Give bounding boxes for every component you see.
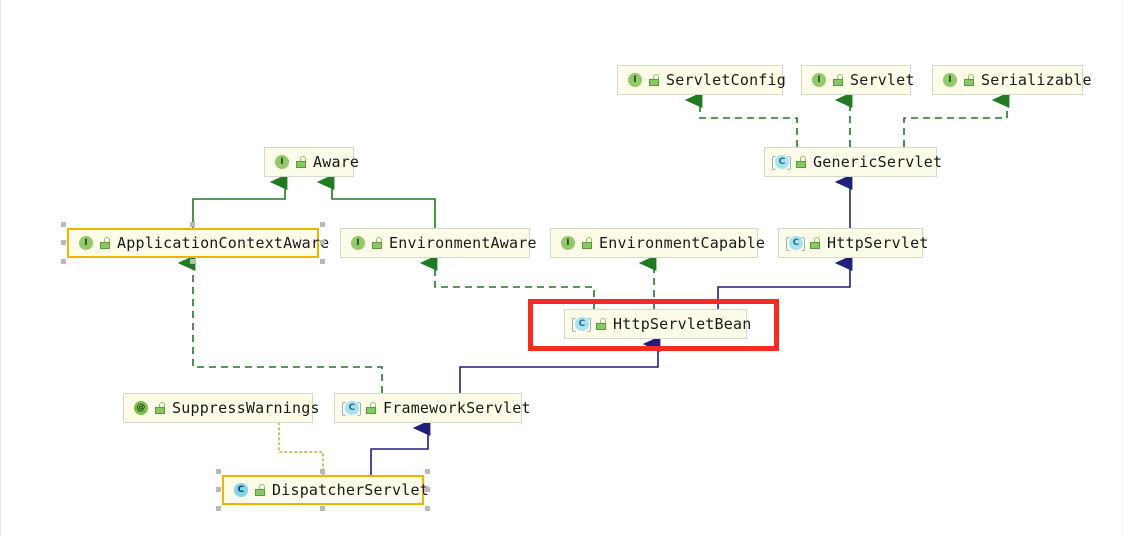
node-label: HttpServlet — [827, 233, 929, 252]
node-httpservlet[interactable]: C HttpServlet — [778, 228, 928, 258]
public-lock-icon — [100, 237, 111, 249]
node-servletconfig[interactable]: I ServletConfig — [617, 65, 786, 95]
edge-genericservlet-serializable — [903, 92, 1010, 147]
node-suppresswarnings[interactable]: @ SuppressWarnings — [123, 393, 320, 423]
public-lock-icon — [155, 402, 166, 414]
public-lock-icon — [366, 402, 377, 414]
interface-icon: I — [941, 72, 958, 89]
abstract-class-icon: C — [772, 154, 791, 171]
edge-dispatcherservlet-frameworkservlet — [370, 420, 431, 475]
public-lock-icon — [810, 237, 821, 249]
node-serializable[interactable]: I Serializable — [932, 65, 1092, 95]
node-aware[interactable]: I Aware — [264, 147, 359, 177]
node-servlet[interactable]: I Servlet — [801, 65, 914, 95]
node-label: FrameworkServlet — [383, 398, 531, 417]
public-lock-icon — [296, 156, 307, 168]
interface-icon: I — [559, 235, 576, 252]
node-applicationcontextaware[interactable]: I ApplicationContextAware — [67, 228, 329, 258]
highlight-box-httpservletbean — [528, 299, 779, 351]
node-httpservletbean[interactable]: C HttpServletBean — [564, 309, 751, 339]
node-label: ServletConfig — [666, 70, 786, 89]
interface-icon: I — [626, 72, 643, 89]
node-label: Servlet — [850, 70, 915, 89]
abstract-class-icon: C — [572, 316, 591, 333]
public-lock-icon — [833, 74, 844, 86]
edge-httpservletbean-httpservlet — [717, 255, 853, 309]
interface-icon: I — [273, 154, 290, 171]
public-lock-icon — [596, 318, 607, 330]
edge-frameworkservlet-httpservletbean — [459, 336, 661, 393]
node-label: SuppressWarnings — [172, 398, 320, 417]
edge-applicationcontextaware-aware — [192, 174, 288, 228]
node-label: GenericServlet — [813, 152, 943, 171]
node-dispatcherservlet[interactable]: C DispatcherServlet — [222, 475, 429, 505]
edge-httpservletbean-environmentaware — [419, 255, 595, 309]
node-label: EnvironmentCapable — [599, 233, 766, 252]
node-environmentaware[interactable]: I EnvironmentAware — [340, 228, 537, 258]
node-environmentcapable[interactable]: I EnvironmentCapable — [550, 228, 765, 258]
node-label: DispatcherServlet — [272, 480, 429, 499]
node-label: Serializable — [981, 70, 1092, 89]
node-label: HttpServletBean — [613, 314, 752, 333]
public-lock-icon — [372, 237, 383, 249]
public-lock-icon — [255, 484, 266, 496]
node-frameworkservlet[interactable]: C FrameworkServlet — [334, 393, 531, 423]
abstract-class-icon: C — [786, 235, 805, 252]
public-lock-icon — [582, 237, 593, 249]
interface-icon: I — [77, 235, 94, 252]
public-lock-icon — [796, 156, 807, 168]
edge-dispatcherservlet-suppresswarnings — [278, 422, 324, 476]
interface-icon: I — [810, 72, 827, 89]
node-label: EnvironmentAware — [389, 233, 537, 252]
node-label: ApplicationContextAware — [117, 233, 330, 252]
class-icon: C — [232, 482, 249, 499]
public-lock-icon — [964, 74, 975, 86]
edge-frameworkservlet-applicationcontextaware — [177, 255, 383, 393]
abstract-class-icon: C — [342, 400, 361, 417]
edge-genericservlet-servletconfig — [684, 92, 798, 147]
node-label: Aware — [313, 152, 360, 171]
edge-environmentaware-aware — [316, 174, 436, 228]
public-lock-icon — [649, 74, 660, 86]
node-genericservlet[interactable]: C GenericServlet — [764, 147, 942, 177]
interface-icon: I — [349, 235, 366, 252]
annotation-icon: @ — [132, 400, 149, 417]
